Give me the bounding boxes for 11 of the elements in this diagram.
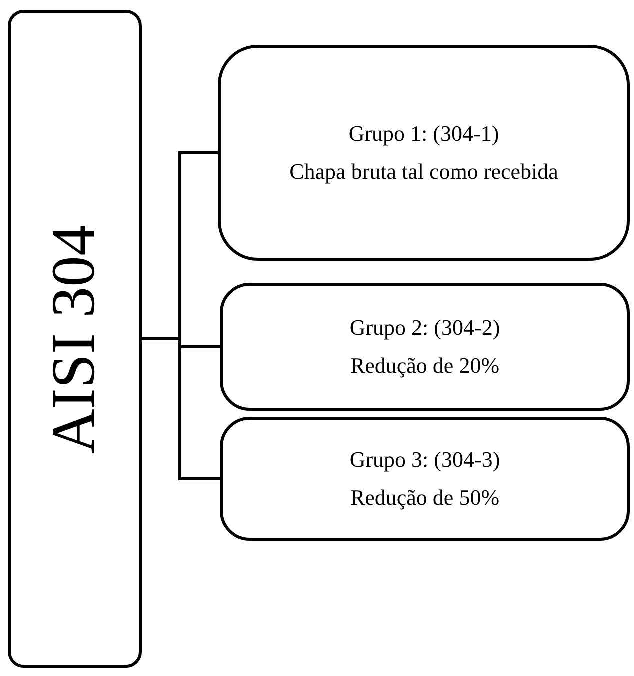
group-box xyxy=(8,10,142,668)
group-box xyxy=(220,283,630,411)
group-title: Grupo 2: (304-2) xyxy=(350,314,500,342)
group-title: Grupo 3: (304-3) xyxy=(350,446,500,474)
group-description: Redução de 50% xyxy=(350,484,500,512)
group-title: Grupo 1: (304-1) xyxy=(348,120,500,148)
group-box xyxy=(218,45,630,261)
vertical-title: AISI 304 xyxy=(40,224,110,454)
group-description: Chapa bruta tal como recebida xyxy=(290,158,558,186)
group-box xyxy=(220,417,630,541)
group-description: Redução de 20% xyxy=(350,352,500,380)
